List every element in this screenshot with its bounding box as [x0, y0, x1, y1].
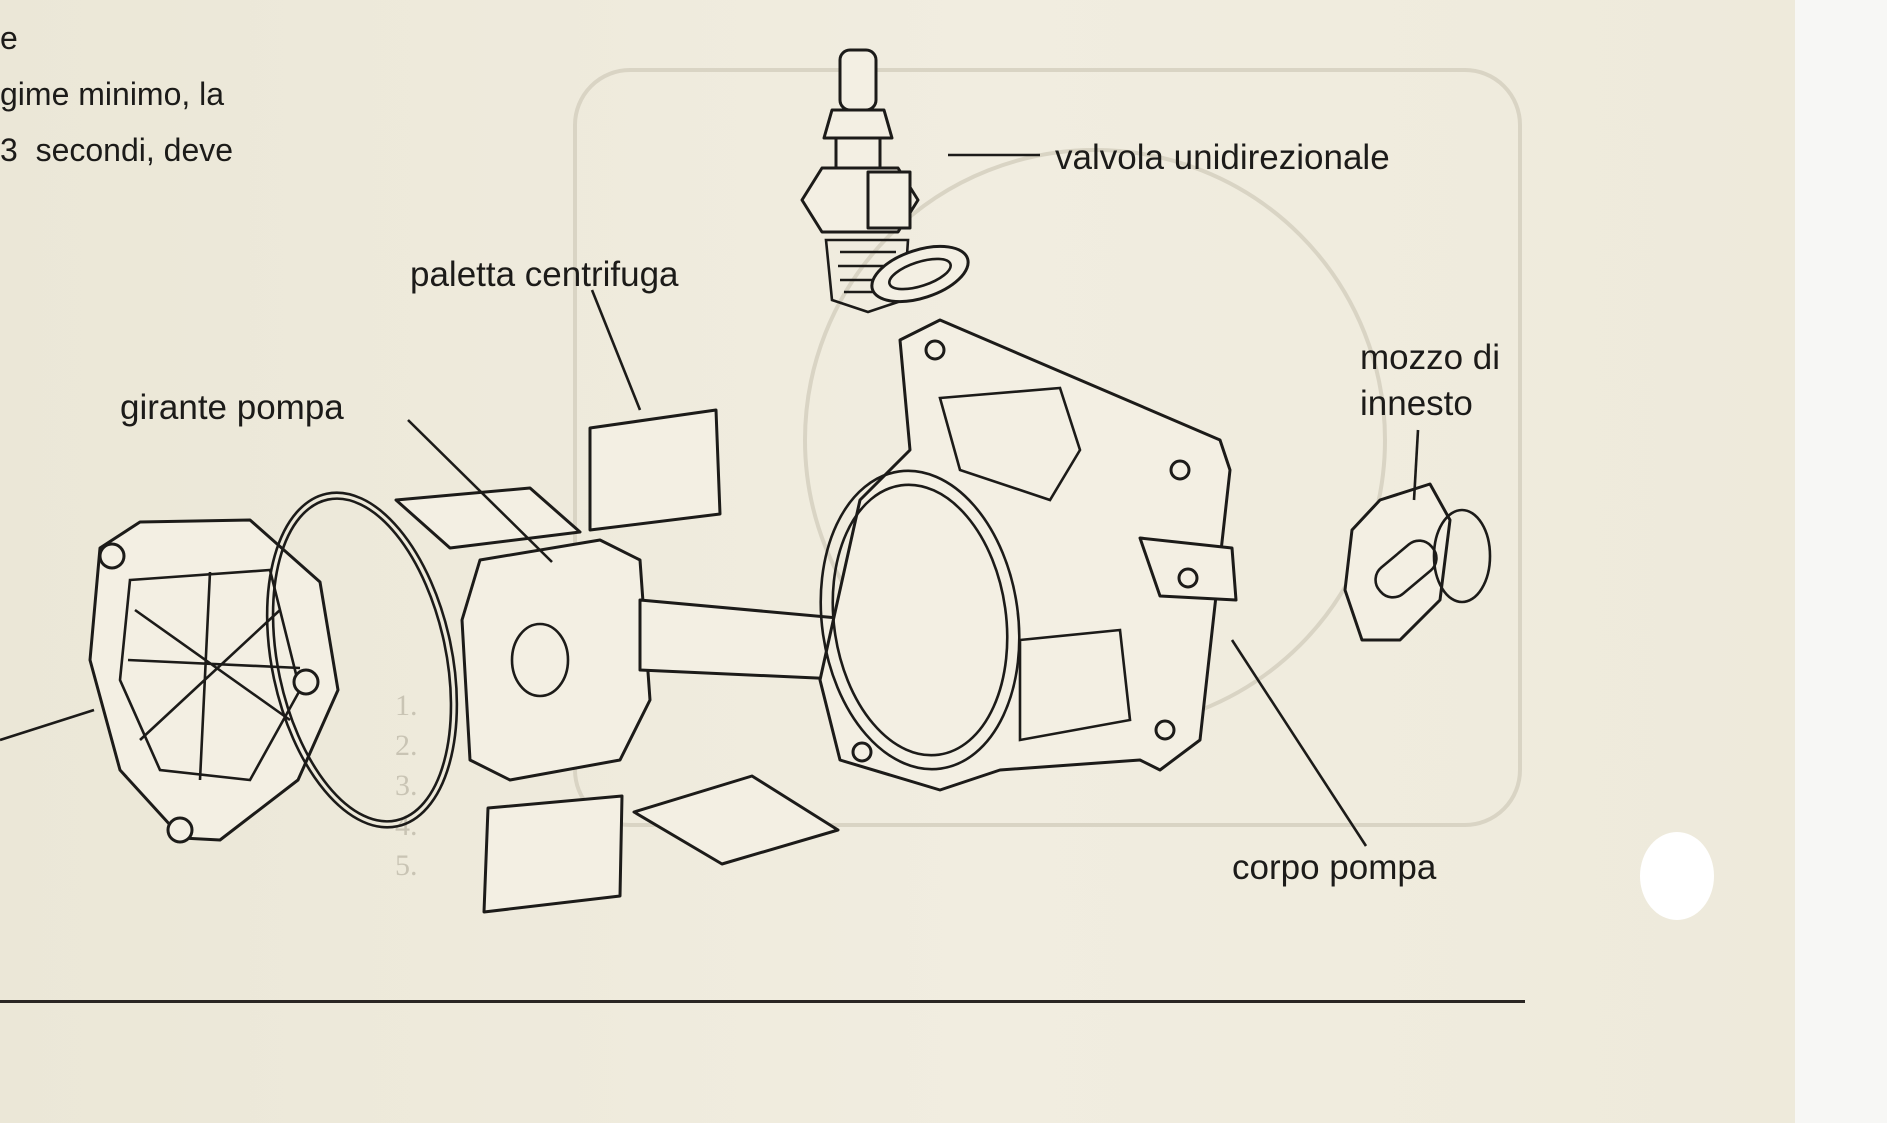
label-girante-pompa: girante pompa — [120, 388, 344, 427]
label-corpo-pompa: corpo pompa — [1232, 848, 1437, 887]
vane-bottom-left — [482, 794, 624, 914]
punch-hole — [1640, 832, 1714, 920]
label-mozzo-line1: mozzo di — [1360, 338, 1501, 377]
impeller-part — [460, 538, 892, 782]
leader-line-girante — [407, 419, 553, 563]
rear-cover-part — [88, 518, 340, 844]
scan-margin-strip — [1795, 0, 1887, 1123]
drive-hub-part — [1343, 482, 1492, 642]
intro-line: e — [0, 20, 18, 56]
vane-bottom-right — [632, 774, 840, 866]
leader-line-cut-left — [0, 708, 95, 742]
leader-line-paletta — [590, 289, 642, 411]
intro-line: 3 secondi, deve — [0, 132, 234, 168]
pump-body-part — [818, 318, 1238, 792]
label-paletta-centrifuga: paletta centrifuga — [410, 255, 679, 294]
label-mozzo-line2: innesto — [1360, 384, 1473, 423]
check-valve-part — [800, 48, 920, 314]
vane-left — [394, 486, 582, 550]
intro-line: gime minimo, la — [0, 76, 225, 112]
ghost-housing-outline — [573, 68, 1522, 827]
vane-top — [588, 408, 722, 532]
intro-text: e gime minimo, la 3 secondi, deve — [0, 10, 233, 178]
label-valvola-unidirezionale: valvola unidirezionale — [1055, 138, 1390, 177]
horizontal-rule — [0, 1000, 1525, 1003]
valve-washer — [870, 244, 970, 304]
bleed-through-marks: 1.2.3.4.5. — [395, 689, 418, 882]
o-ring — [265, 491, 459, 829]
leader-line-mozzo — [1412, 429, 1420, 501]
leader-line-corpo — [1230, 639, 1368, 847]
